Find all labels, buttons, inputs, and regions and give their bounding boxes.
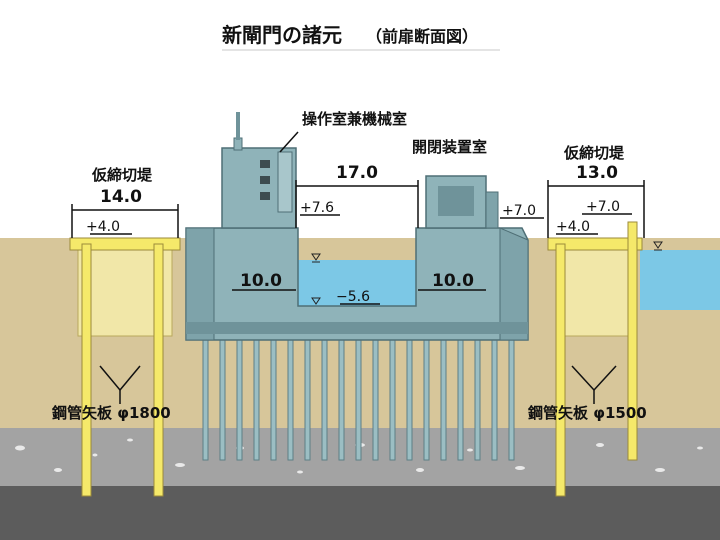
- machine-room-label: 操作室兼機械室: [302, 110, 407, 128]
- sill-level-label: −5.6: [336, 289, 370, 305]
- left-pile-label: 鋼管矢板 φ1800: [51, 404, 171, 422]
- opening-width-label: 17.0: [336, 163, 378, 183]
- dimension-lines: [71, 49, 645, 404]
- diagram-subtitle: （前扉断面図）: [366, 27, 478, 46]
- right-pier-top-label: +7.0: [502, 203, 536, 219]
- left-pile-outer: [81, 243, 92, 497]
- left-pier-width-label: 10.0: [240, 271, 282, 291]
- left-cofferdam: [69, 237, 181, 497]
- left-pile-inner: [153, 243, 164, 497]
- gate-room-label: 開閉装置室: [412, 138, 487, 156]
- right-pile-label: 鋼管矢板 φ1500: [527, 404, 647, 422]
- water-level-markers: [311, 241, 663, 305]
- left-pier-top-label: +7.6: [300, 200, 334, 216]
- right-pile-inner: [627, 221, 638, 461]
- diagram-title: 新閘門の諸元: [222, 23, 342, 47]
- right-cofferdam: [547, 221, 643, 497]
- left-cofferdam-label: 仮締切堤: [91, 166, 153, 184]
- right-pile-outer: [555, 243, 566, 497]
- gate-structure: [185, 112, 529, 341]
- right-cofferdam-width: 13.0: [576, 163, 618, 183]
- left-cofferdam-top-label: +4.0: [86, 219, 120, 235]
- right-cofferdam-label: 仮締切堤: [563, 144, 625, 162]
- water-right: [640, 250, 720, 310]
- right-pile-top-label: +7.0: [586, 199, 620, 215]
- left-cofferdam-width: 14.0: [100, 187, 142, 207]
- right-cofferdam-top-label: +4.0: [556, 219, 590, 235]
- bedrock-layer: [0, 486, 720, 540]
- right-pier-width-label: 10.0: [432, 271, 474, 291]
